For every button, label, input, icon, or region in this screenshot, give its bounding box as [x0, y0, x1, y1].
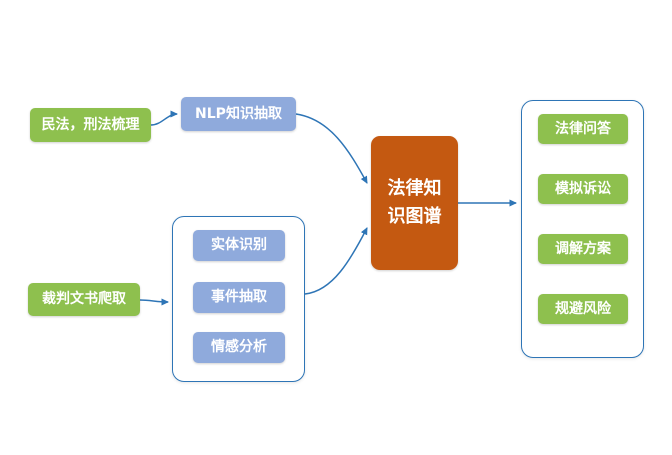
arrow-source-bottom-to-extract-panel: [139, 298, 169, 306]
node-event-extraction: 事件抽取: [193, 282, 285, 313]
node-mediation-plan: 调解方案: [538, 234, 628, 264]
node-mock-litigation: 模拟诉讼: [538, 174, 628, 204]
node-judgment-document-crawling: 裁判文书爬取: [28, 283, 140, 316]
node-legal-knowledge-graph: 法律知识图谱: [371, 136, 458, 270]
arrow-source-top-to-nlp: [150, 110, 178, 126]
node-risk-avoidance: 规避风险: [538, 294, 628, 324]
node-civil-criminal-law-sorting: 民法，刑法梳理: [30, 108, 151, 142]
node-legal-qa: 法律问答: [538, 114, 628, 144]
node-sentiment-analysis: 情感分析: [193, 332, 285, 363]
arrow-nlp-to-center: [295, 113, 368, 184]
node-nlp-knowledge-extraction: NLP知识抽取: [181, 97, 296, 131]
arrow-extract-panel-to-center: [304, 227, 368, 295]
node-entity-recognition: 实体识别: [193, 230, 285, 261]
